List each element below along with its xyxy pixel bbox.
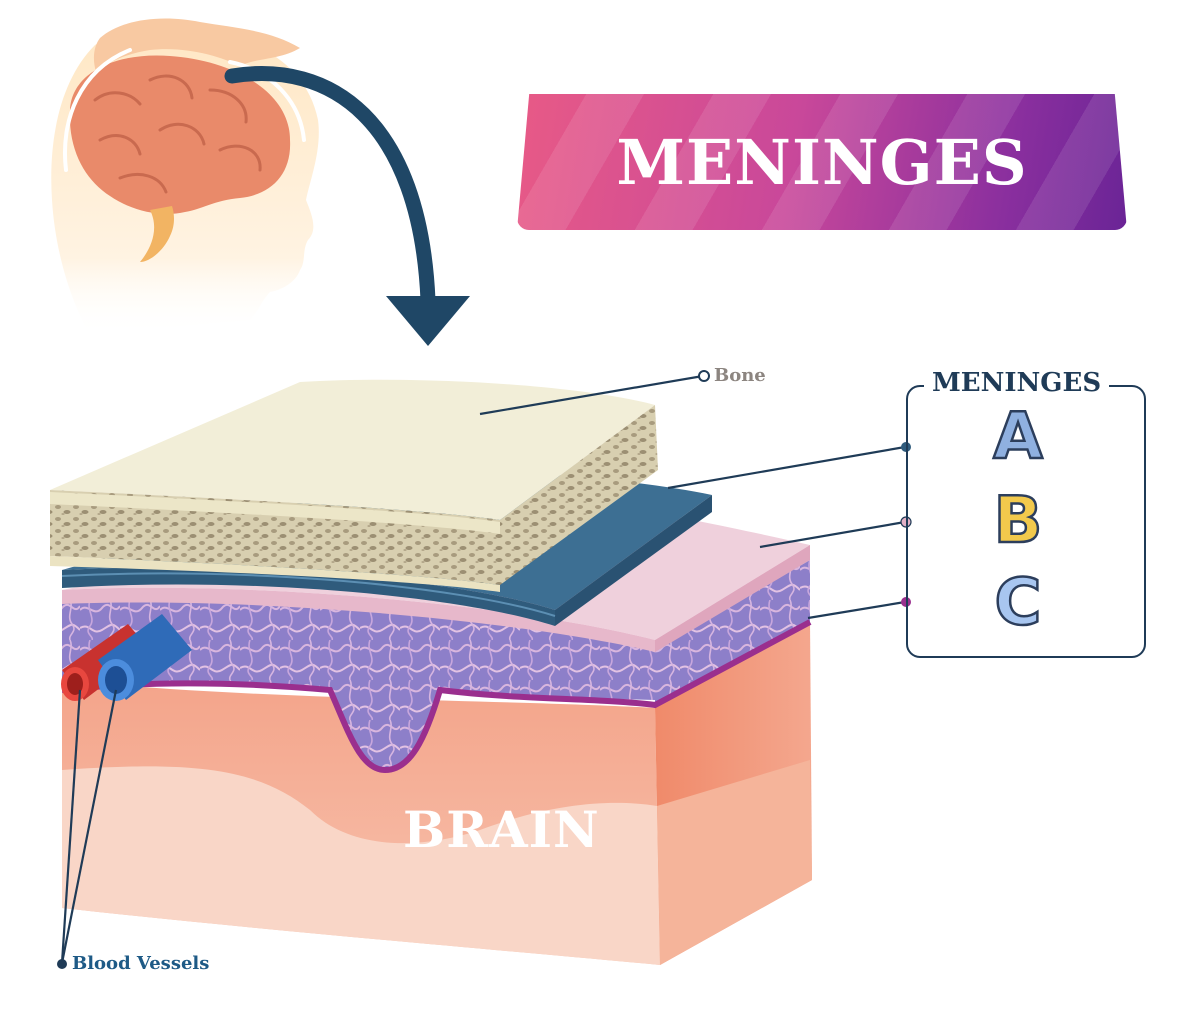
title-banner: MENINGES <box>517 94 1127 230</box>
brain-label: BRAIN <box>403 800 600 859</box>
vein-icon <box>98 614 192 701</box>
layer-label-a: A <box>992 399 1044 476</box>
head-brain-icon <box>51 18 319 336</box>
leader-dots <box>57 370 912 969</box>
leader-lines <box>60 374 906 964</box>
meninges-cross-section <box>50 379 812 965</box>
banner-title: MENINGES <box>616 125 1028 199</box>
bone-label: Bone <box>714 365 766 386</box>
meninges-legend-title: MENINGES <box>924 368 1110 398</box>
layer-label-c: C <box>993 565 1042 642</box>
layer-label-b: B <box>992 483 1043 560</box>
blood-vessels-label: Blood Vessels <box>72 953 210 974</box>
curved-arrow-icon <box>224 66 470 346</box>
